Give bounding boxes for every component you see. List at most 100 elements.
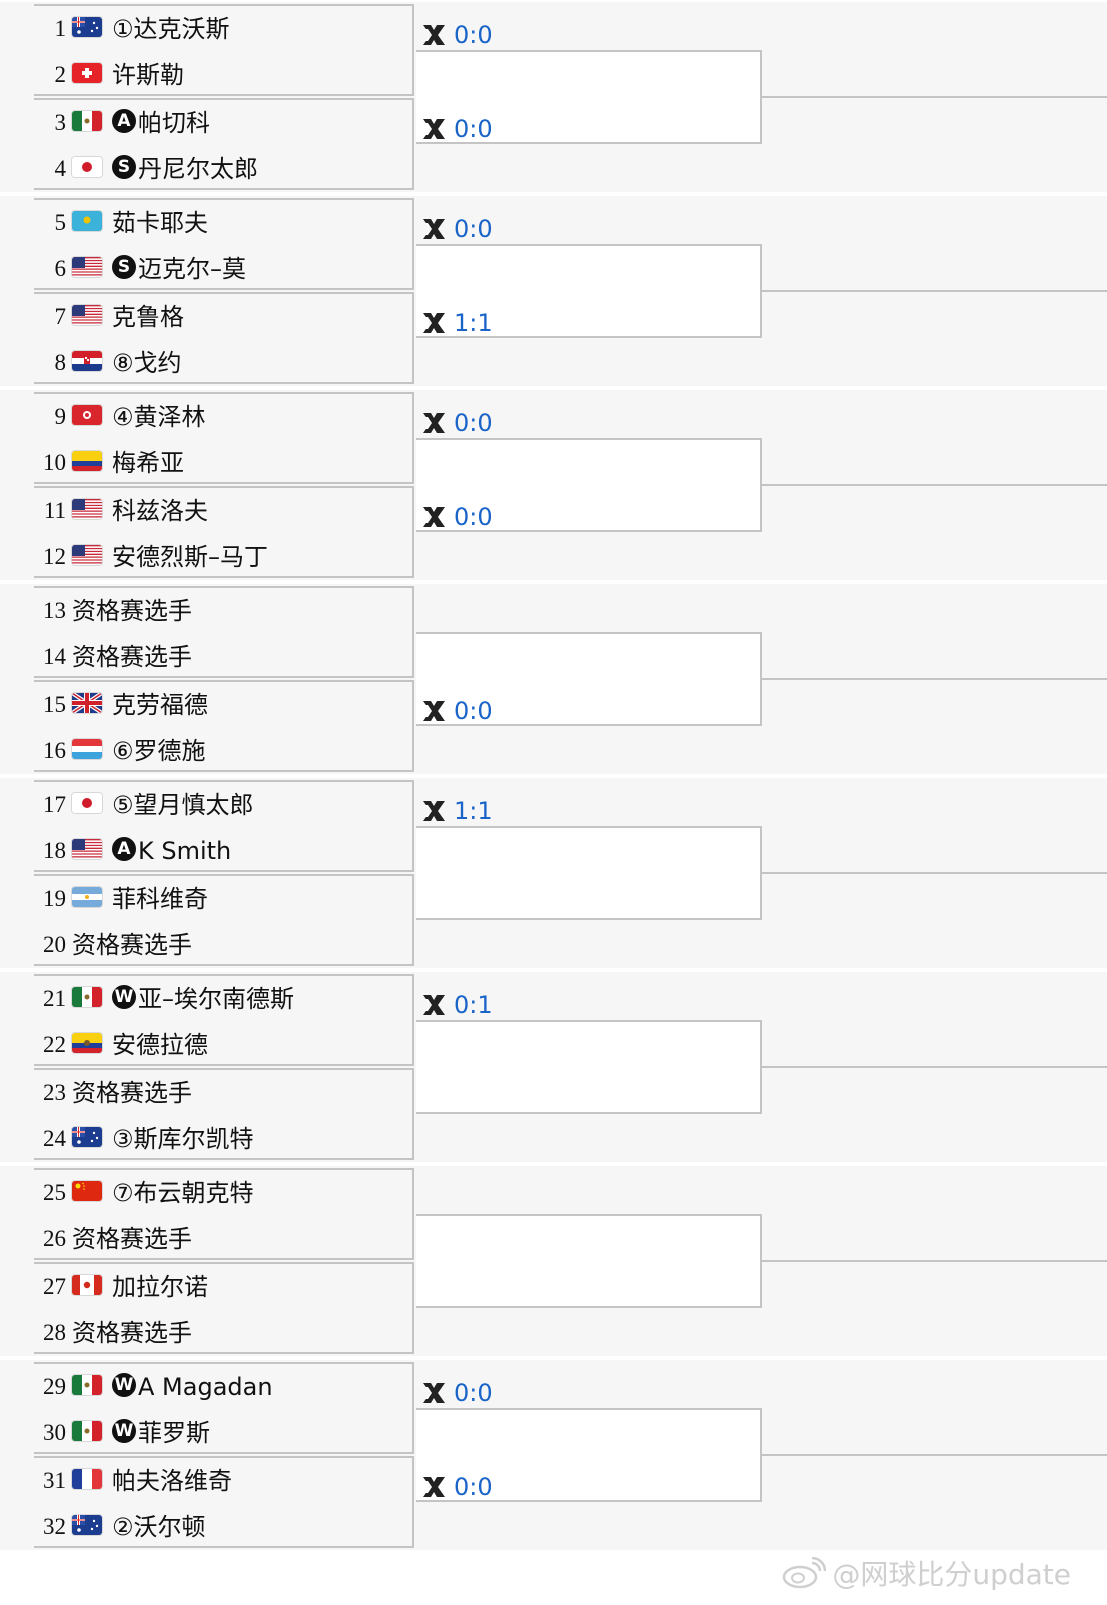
player-name: ④黄泽林 (112, 403, 206, 431)
head-to-head[interactable]: 0:1 (420, 990, 493, 1020)
player-name-cell[interactable]: 克劳福德 (112, 682, 208, 728)
head-to-head[interactable]: 0:0 (420, 114, 493, 144)
head-to-head[interactable]: 0:0 (420, 1378, 493, 1408)
head-to-head[interactable]: 0:0 (420, 214, 493, 244)
entry-badge: W (112, 1373, 136, 1397)
head-to-head[interactable]: 0:0 (420, 1472, 493, 1502)
head-to-head[interactable]: 0:0 (420, 502, 493, 532)
flag-icon-cro (72, 351, 102, 371)
player-name-cell[interactable]: 安德拉德 (112, 1022, 208, 1068)
player-name-cell[interactable]: ①达克沃斯 (112, 6, 230, 52)
flag-icon-ecu (72, 1033, 102, 1053)
flag-icon-fra (72, 1469, 102, 1489)
player-name-cell[interactable]: 梅希亚 (112, 440, 184, 486)
player-name-cell[interactable]: 加拉尔诺 (112, 1264, 208, 1310)
player-name-cell[interactable]: 资格赛选手 (72, 588, 192, 634)
flag-icon-usa (72, 305, 102, 325)
player-name-cell[interactable]: 克鲁格 (112, 294, 184, 340)
head-to-head[interactable]: 1:1 (420, 308, 493, 338)
player-name-cell[interactable]: 茹卡耶夫 (112, 200, 208, 246)
versus-icon (423, 507, 445, 527)
h2h-score: 0:0 (454, 215, 493, 243)
player-name-cell[interactable]: ④黄泽林 (112, 394, 206, 440)
player-name-cell[interactable]: 资格赛选手 (72, 1310, 192, 1356)
head-to-head[interactable]: 0:0 (420, 20, 493, 50)
head-to-head[interactable]: 0:0 (420, 408, 493, 438)
player-name-cell[interactable]: ⑥罗德施 (112, 728, 206, 774)
flag-icon-usa (72, 545, 102, 565)
player-name-cell[interactable]: 资格赛选手 (72, 634, 192, 680)
player-name-cell[interactable]: ⑧戈约 (112, 340, 182, 386)
player-name-cell[interactable]: ⑤望月慎太郎 (112, 782, 254, 828)
player-name-cell[interactable]: 安德烈斯–马丁 (112, 534, 268, 580)
third-round-connector (762, 290, 1107, 292)
player-name: ②沃尔顿 (112, 1513, 206, 1541)
head-to-head[interactable]: 1:1 (420, 796, 493, 826)
player-name-cell[interactable]: ⑦布云朝克特 (112, 1170, 254, 1216)
player-name-cell[interactable]: 许斯勒 (112, 52, 184, 98)
player-name-cell[interactable]: 资格赛选手 (72, 1070, 192, 1116)
player-name-cell[interactable]: ③斯库尔凯特 (112, 1116, 254, 1162)
player-name-cell[interactable]: 帕夫洛维奇 (112, 1458, 232, 1504)
flag-icon-mex (72, 1421, 102, 1441)
player-name: 丹尼尔太郎 (138, 155, 258, 183)
player-name-cell[interactable]: ②沃尔顿 (112, 1504, 206, 1550)
player-name-cell[interactable]: 资格赛选手 (72, 922, 192, 968)
player-name-cell[interactable]: 菲科维奇 (112, 876, 208, 922)
draw-position: 9 (54, 404, 67, 429)
player-name-cell[interactable]: 科兹洛夫 (112, 488, 208, 534)
player-name: 资格赛选手 (72, 643, 192, 671)
player-name-cell[interactable]: 资格赛选手 (72, 1216, 192, 1262)
flag-icon-mex (72, 111, 102, 131)
player-row[interactable]: 9 ④黄泽林 (34, 394, 414, 440)
h2h-score: 0:0 (454, 115, 493, 143)
head-to-head[interactable]: 0:0 (420, 696, 493, 726)
player-name: 菲罗斯 (138, 1419, 210, 1447)
player-name: 科兹洛夫 (112, 497, 208, 525)
entry-badge: S (112, 155, 136, 179)
h2h-score: 0:0 (454, 503, 493, 531)
